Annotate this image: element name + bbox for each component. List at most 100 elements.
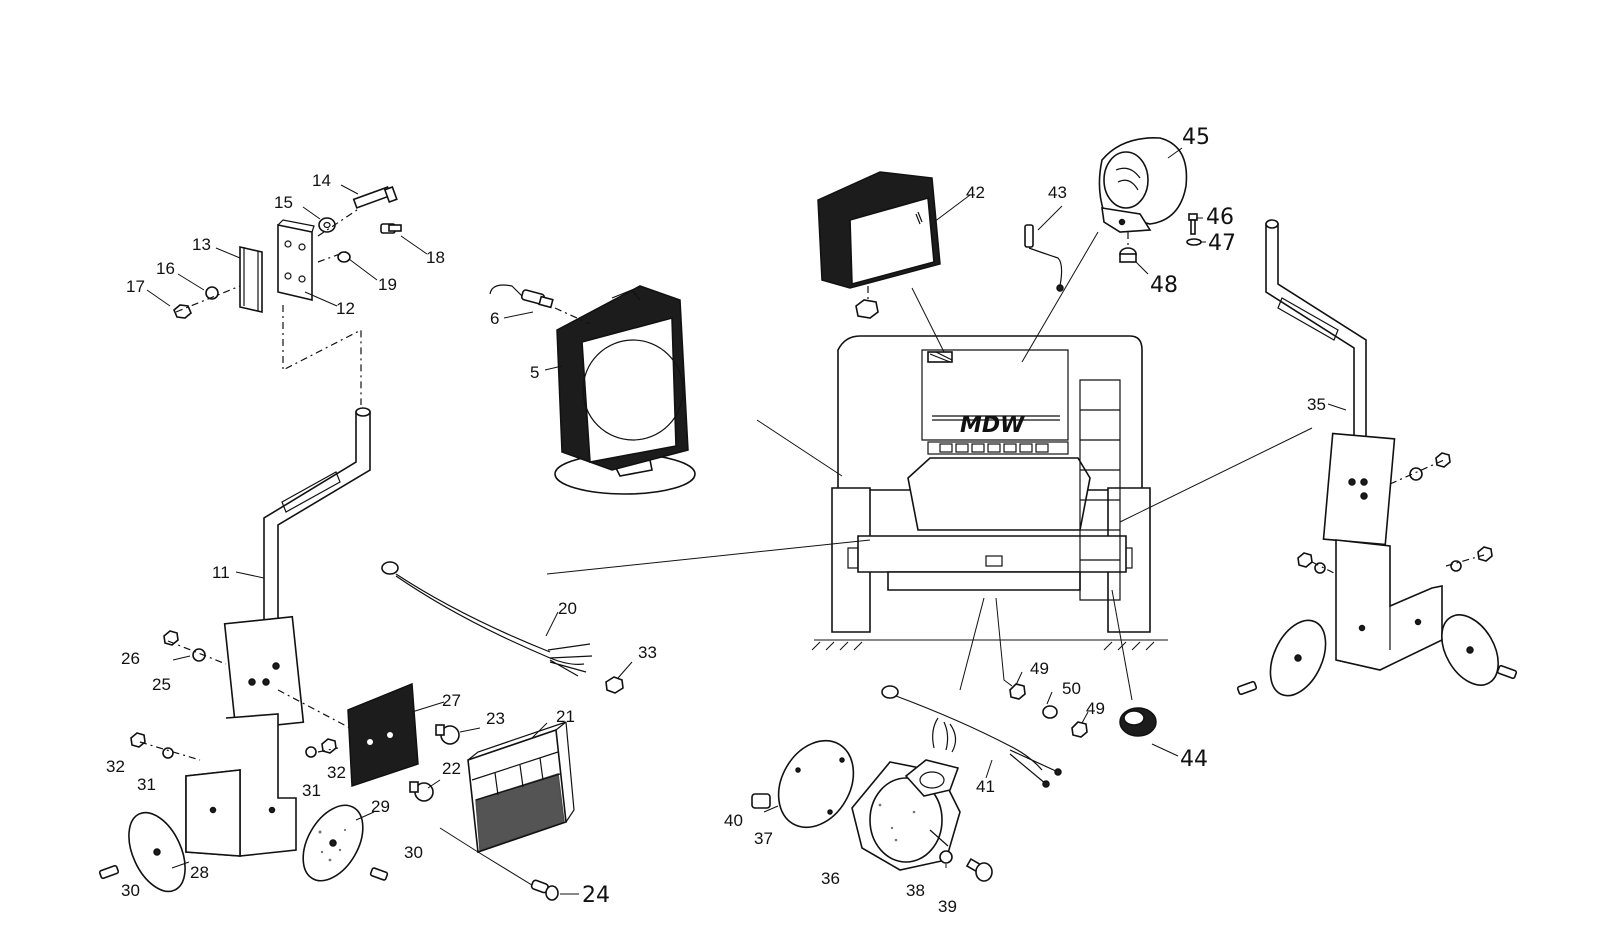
clamp-plate-12 — [277, 219, 315, 302]
screw-30b — [369, 867, 389, 881]
label-32a: 32 — [106, 757, 125, 776]
assembly-line-post-hw — [139, 640, 339, 761]
nut-48 — [1119, 247, 1137, 263]
nut-49a — [1009, 683, 1026, 700]
bolt-14 — [352, 186, 398, 209]
washer-15 — [318, 217, 336, 233]
washer-31b — [305, 746, 317, 758]
washer-16 — [205, 286, 219, 300]
label-21: 21 — [556, 707, 575, 726]
label-11: 11 — [212, 563, 230, 582]
label-50: 50 — [1062, 679, 1081, 698]
label-19: 19 — [378, 275, 397, 294]
label-32b: 32 — [327, 763, 346, 782]
bolt-46 — [1188, 213, 1198, 235]
washer-19 — [337, 251, 351, 263]
label-46: 46 — [1206, 205, 1234, 230]
screw-right-a — [1236, 680, 1258, 696]
gasket-37 — [777, 739, 855, 829]
machine-brand-logo: MDW — [960, 413, 1026, 438]
label-31a: 31 — [137, 775, 156, 794]
label-36: 36 — [821, 869, 840, 888]
label-29: 29 — [371, 797, 390, 816]
label-38: 38 — [906, 881, 925, 900]
leader-24-box — [439, 827, 541, 891]
label-24: 24 — [582, 883, 610, 908]
label-44: 44 — [1180, 747, 1208, 772]
label-45: 45 — [1182, 125, 1210, 150]
label-48: 48 — [1150, 273, 1178, 298]
label-16: 16 — [156, 259, 175, 278]
label-30a: 30 — [404, 843, 423, 862]
washer-31a — [162, 747, 174, 759]
washer-38 — [939, 850, 953, 864]
label-27: 27 — [442, 691, 461, 710]
screw-40 — [751, 793, 771, 809]
label-42: 42 — [966, 183, 985, 202]
nut-32a — [130, 732, 146, 748]
assembly-line-right-hw — [1311, 459, 1485, 575]
nut-49b — [1071, 721, 1088, 738]
label-28: 28 — [190, 863, 209, 882]
label-49b: 49 — [1086, 699, 1105, 718]
label-5: 5 — [530, 363, 539, 382]
screw-30a — [98, 864, 120, 880]
label-17: 17 — [126, 277, 145, 296]
screw-39 — [965, 857, 993, 882]
machine-overview: MDW — [811, 335, 1168, 651]
label-20: 20 — [558, 599, 577, 618]
label-12: 12 — [336, 299, 355, 318]
bolt-18 — [380, 223, 402, 234]
reflector-28 — [128, 811, 186, 893]
bulb-23 — [435, 724, 460, 745]
assembly-line-bracket — [282, 305, 362, 405]
label-26: 26 — [121, 649, 140, 668]
washer-47 — [1186, 238, 1202, 246]
label-22: 22 — [442, 759, 461, 778]
label-18: 18 — [426, 248, 445, 267]
bulb-6 — [489, 284, 554, 309]
label-35: 35 — [1307, 395, 1326, 414]
washer-25 — [192, 648, 206, 662]
cable-41 — [881, 685, 1062, 788]
label-37: 37 — [754, 829, 773, 848]
label-33: 33 — [638, 643, 657, 662]
socket-36 — [851, 759, 961, 871]
nut-26 — [163, 630, 179, 646]
grommet-44 — [1119, 707, 1157, 737]
reflector-right-b — [1441, 614, 1499, 686]
cable-harness-20 — [381, 561, 593, 677]
callout-leaders — [146, 147, 1347, 895]
assembly-line-bolts — [175, 207, 361, 313]
label-25: 25 — [152, 675, 171, 694]
right-post-hardware — [1297, 452, 1493, 574]
label-49a: 49 — [1030, 659, 1049, 678]
nut-42 — [855, 299, 879, 319]
label-43: 43 — [1048, 183, 1067, 202]
label-39: 39 — [938, 897, 957, 916]
label-13: 13 — [192, 235, 211, 254]
bulb-22 — [409, 781, 434, 802]
label-31b: 31 — [302, 781, 321, 800]
mounting-post-35 — [1265, 219, 1443, 671]
reflector-29 — [302, 804, 364, 882]
label-14: 14 — [312, 171, 331, 190]
tail-lamp-21 — [467, 721, 575, 854]
label-30b: 30 — [121, 881, 140, 900]
screw-24 — [530, 879, 559, 901]
reflector-right-a — [1269, 619, 1327, 697]
screw-right-b — [1496, 664, 1518, 680]
switch-43 — [1024, 224, 1064, 292]
label-41: 41 — [976, 777, 995, 796]
washer-50 — [1042, 705, 1058, 719]
label-47: 47 — [1208, 231, 1236, 256]
assembly-line-bulb — [554, 307, 591, 325]
label-6: 6 — [490, 309, 499, 328]
machine-leader-lines — [546, 231, 1313, 701]
horn-45 — [1098, 137, 1188, 233]
assembly-line-reflector — [277, 689, 351, 729]
label-23: 23 — [486, 709, 505, 728]
u-bracket-13 — [239, 245, 263, 314]
mounting-post-11 — [185, 407, 371, 857]
